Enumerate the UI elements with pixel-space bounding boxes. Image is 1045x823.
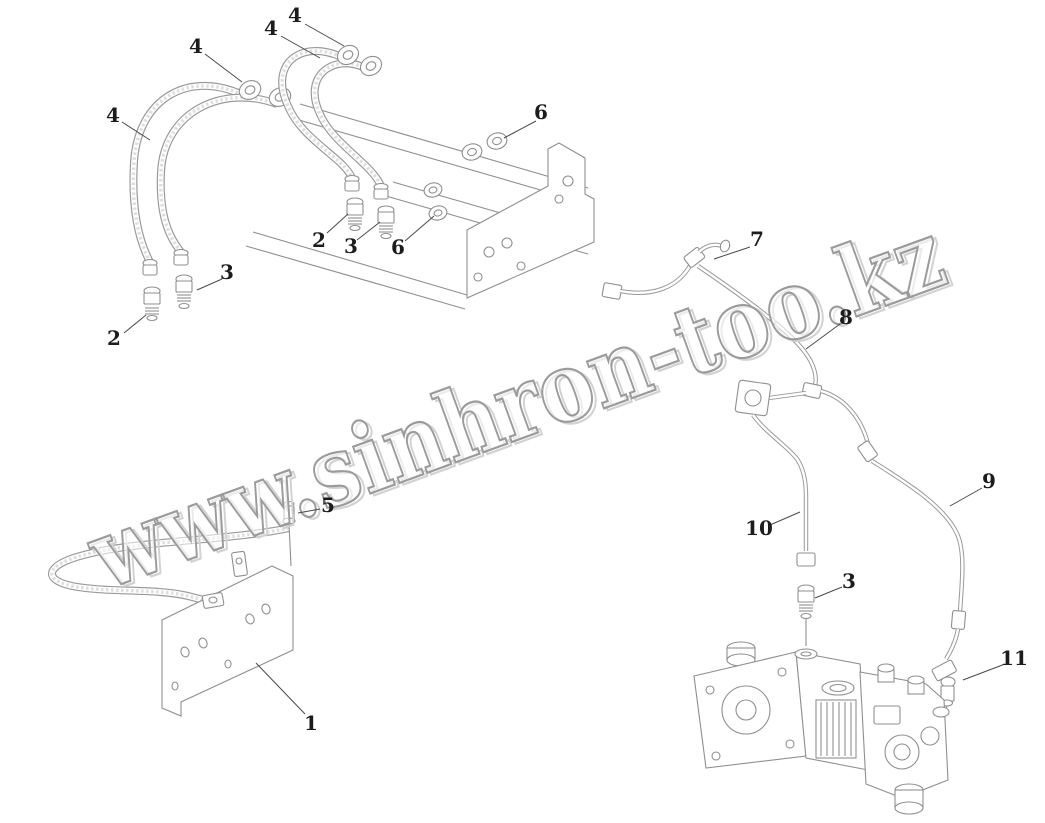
threaded-fitting-3-right xyxy=(797,584,815,646)
elbow-fitting-11 xyxy=(931,659,957,715)
threaded-fitting-2-left xyxy=(143,286,161,322)
ring-nuts xyxy=(423,132,508,221)
threaded-fitting-3-left xyxy=(175,274,193,310)
pump-assembly xyxy=(693,641,950,815)
hose-pair-left xyxy=(133,80,292,276)
threaded-fitting-3-middle xyxy=(377,205,395,240)
lower-bracket-assembly xyxy=(52,500,296,717)
pipe-7 xyxy=(601,239,731,300)
hose-pair-middle xyxy=(282,44,389,200)
mounting-bracket xyxy=(466,142,595,299)
pipe-10 xyxy=(753,415,816,567)
pin-fitting-5 xyxy=(282,500,296,567)
pipe-9 xyxy=(821,391,967,659)
threaded-fitting-2-middle xyxy=(346,197,364,232)
pipe-8 xyxy=(698,266,823,417)
leader-lines xyxy=(121,23,1006,715)
